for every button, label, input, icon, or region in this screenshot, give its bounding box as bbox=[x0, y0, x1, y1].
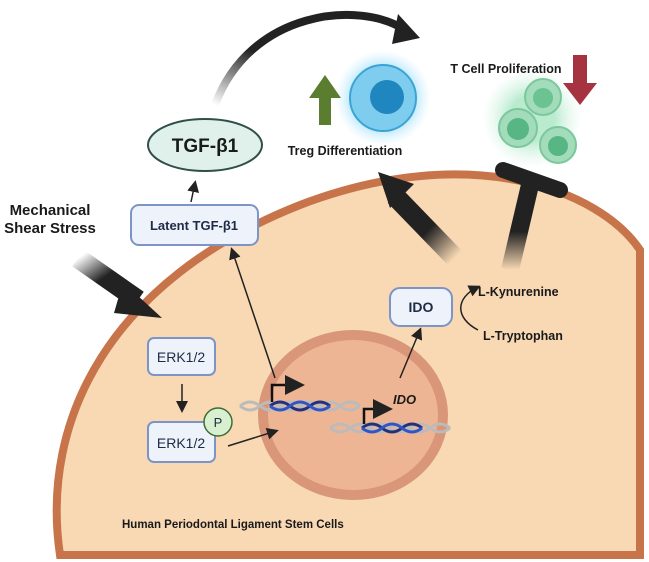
tgf-b1-label: TGF-β1 bbox=[172, 136, 239, 157]
ido-to-treg-arrowhead bbox=[378, 172, 414, 208]
ido-box bbox=[389, 287, 453, 327]
tcell-label: T Cell Proliferation bbox=[450, 62, 561, 76]
shear-stress-arrowhead bbox=[114, 282, 162, 318]
erk-bottom-label: ERK1/2 bbox=[157, 435, 205, 451]
phospho-label: P bbox=[214, 415, 223, 430]
erk-box-bottom bbox=[147, 421, 216, 463]
tgf-to-treg-arrowhead bbox=[392, 14, 420, 44]
inhibition-line bbox=[501, 182, 539, 273]
phospho-badge bbox=[203, 407, 233, 437]
up-arrow-icon bbox=[309, 75, 341, 125]
latent-to-tgf-arrow bbox=[187, 180, 200, 203]
latent-tgf-label: Latent TGF-β1 bbox=[150, 218, 238, 233]
treg-nucleus bbox=[370, 80, 404, 114]
erk-to-nucleus-arrow bbox=[227, 427, 279, 447]
treg-label: Treg Differentiation bbox=[288, 144, 403, 158]
promoter-arrow-tgf bbox=[270, 375, 305, 402]
cell-type-label: Human Periodontal Ligament Stem Cells bbox=[122, 519, 344, 531]
stimulus-label-line1: Mechanical bbox=[10, 202, 91, 219]
erk-top-label: ERK1/2 bbox=[157, 349, 205, 365]
dna-strand-tgf bbox=[239, 400, 361, 412]
promoter-arrow-ido bbox=[362, 399, 393, 424]
nucleus bbox=[258, 330, 448, 500]
tgf-to-treg-arrow bbox=[211, 11, 408, 107]
inhibition-bar bbox=[495, 162, 568, 198]
dna-strand-ido bbox=[329, 422, 451, 434]
ido-protein-label: IDO bbox=[409, 299, 434, 315]
down-arrow-icon bbox=[563, 55, 597, 105]
tcell-cluster bbox=[498, 78, 577, 164]
gene-to-ido-arrow bbox=[399, 327, 423, 379]
ido-to-treg-arrow bbox=[387, 189, 463, 265]
nucleus-to-latent-arrow bbox=[229, 247, 276, 379]
tgf-b1-node bbox=[147, 118, 263, 172]
stimulus-label-line2: Shear Stress bbox=[4, 220, 96, 237]
kynurenine-label: L-Kynurenine bbox=[478, 285, 559, 299]
latent-tgf-box bbox=[130, 204, 259, 246]
tryptophan-to-kynurenine-arrow bbox=[460, 285, 481, 331]
erk-box-top bbox=[147, 337, 216, 376]
tryptophan-label: L-Tryptophan bbox=[483, 329, 563, 343]
ido-gene-label: IDO bbox=[393, 392, 416, 407]
